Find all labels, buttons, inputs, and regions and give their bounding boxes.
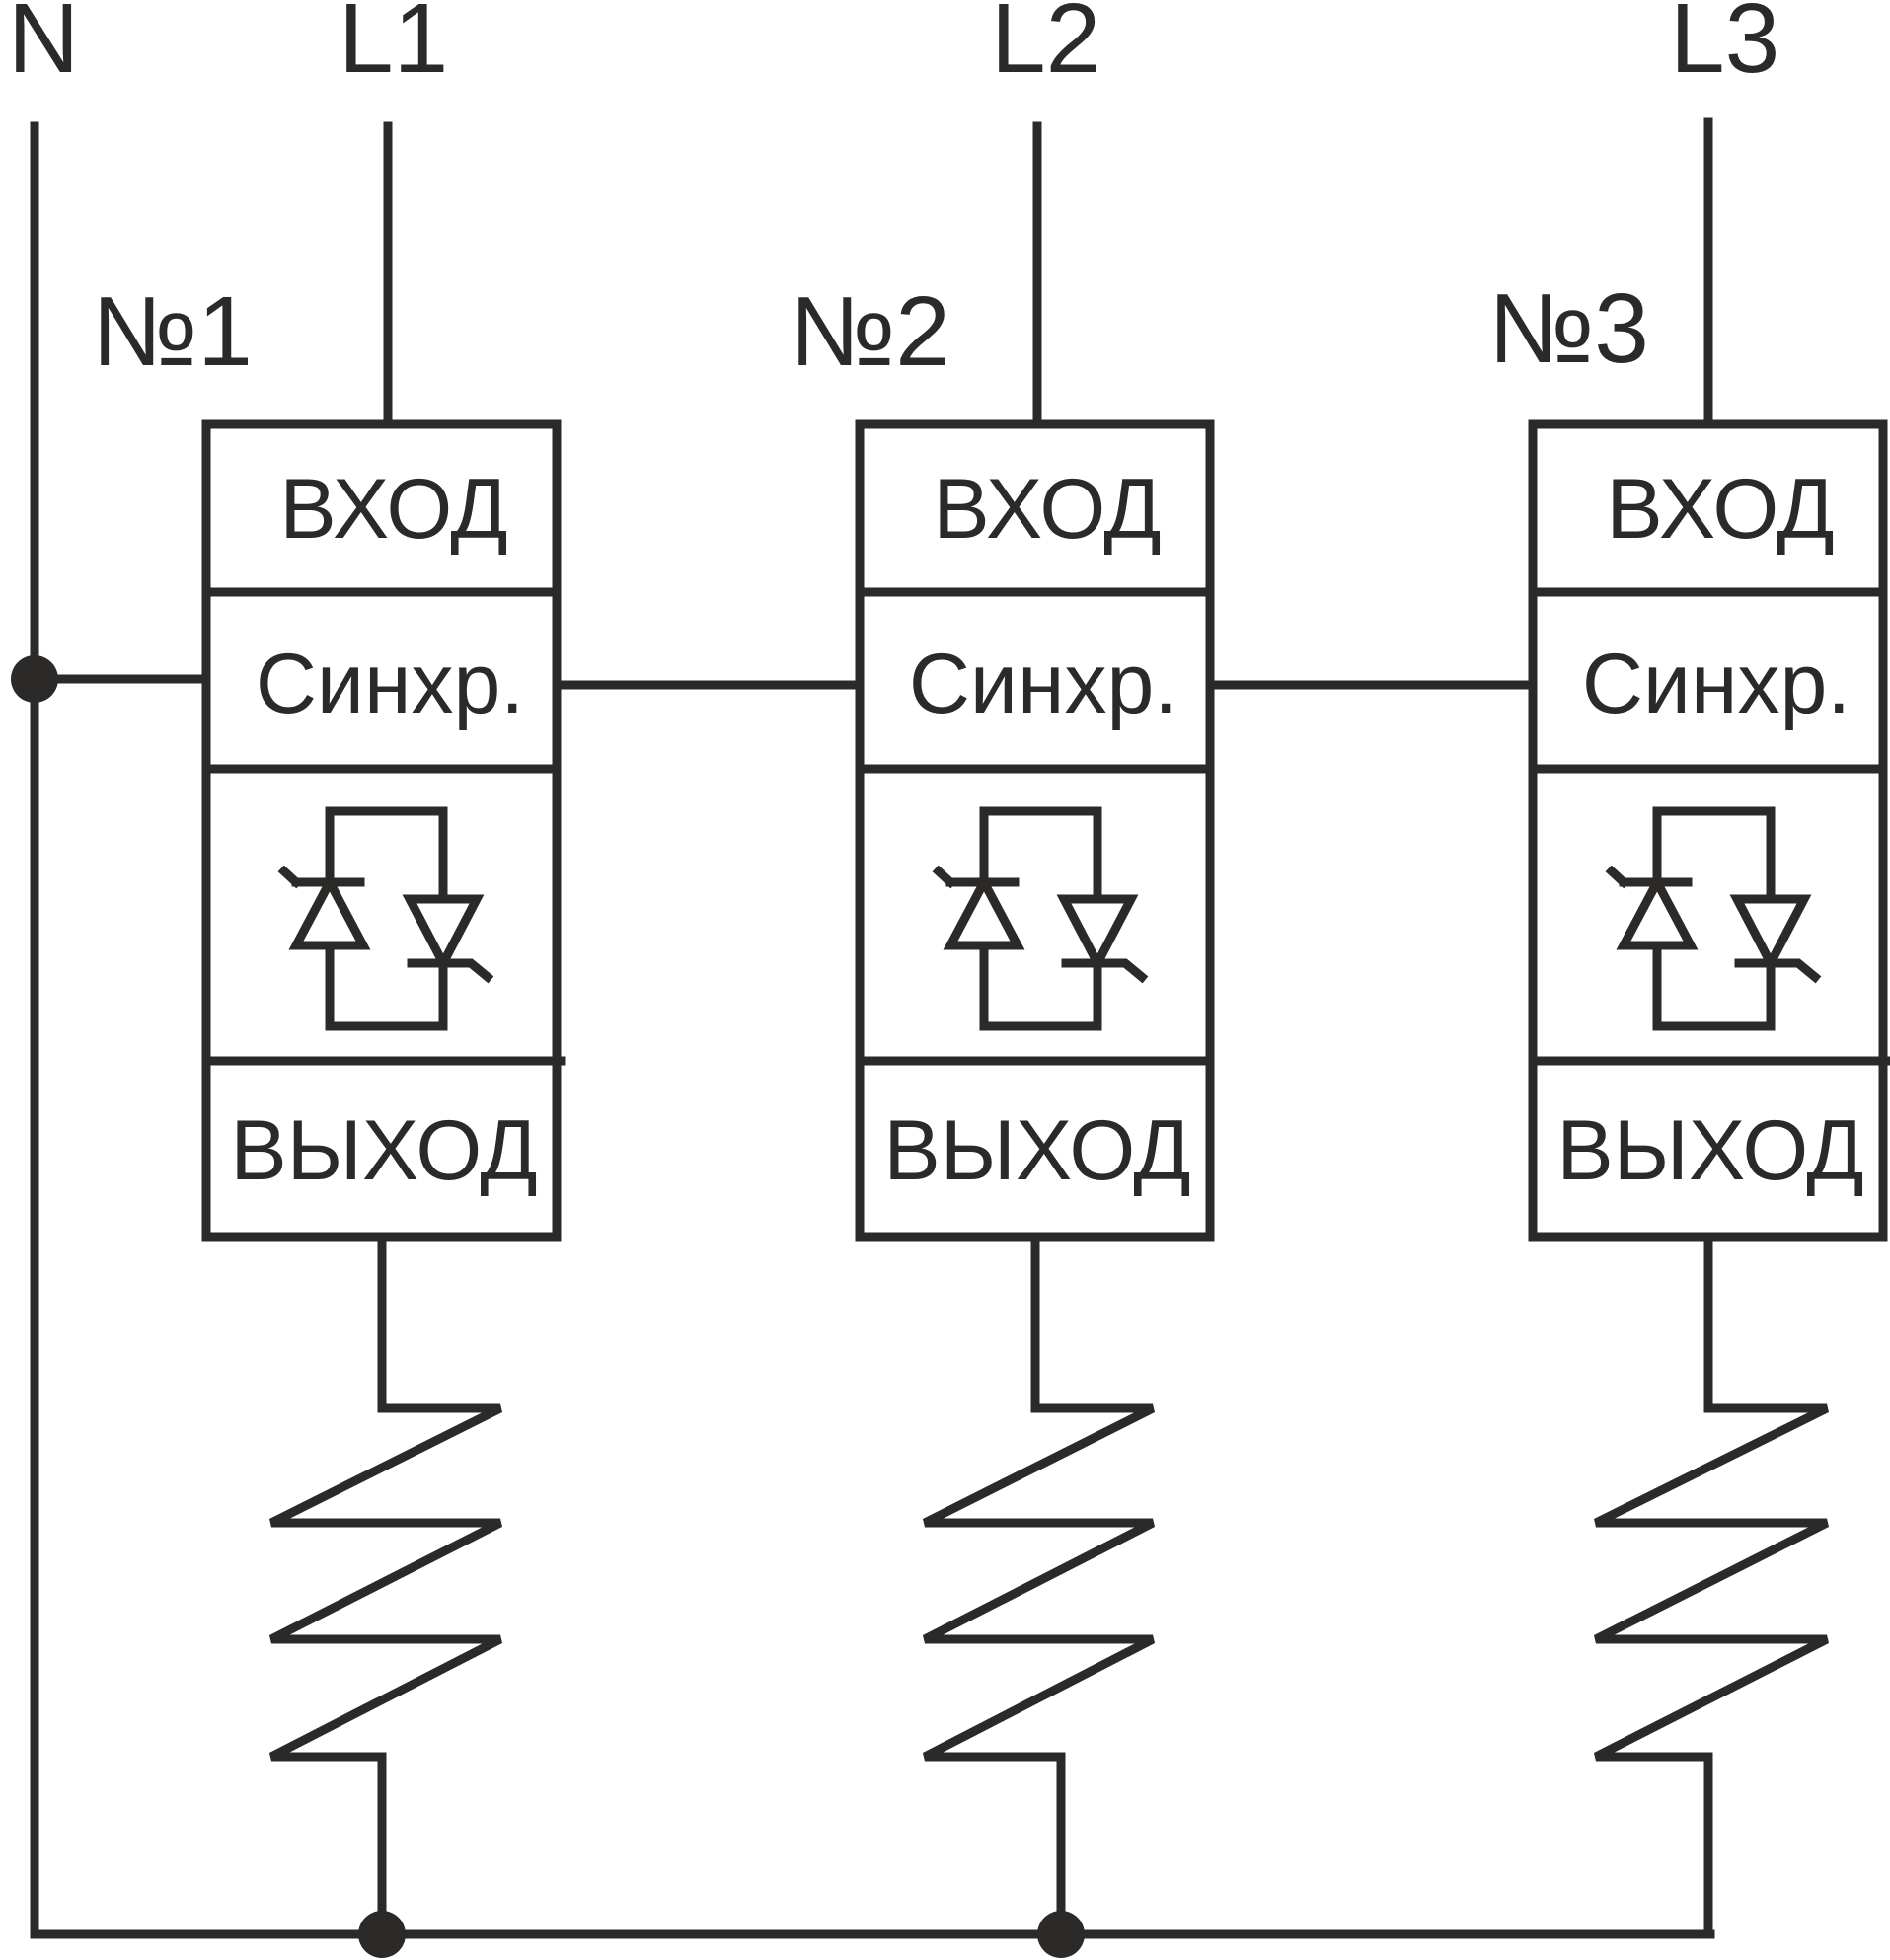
section-divider [1528, 587, 1890, 1066]
section-divider [201, 587, 566, 1066]
section-divider [855, 587, 1215, 1066]
input-section-label: ВХОД [279, 462, 507, 557]
output-section-label: ВЫХОД [230, 1103, 537, 1198]
module-label-2: №2 [790, 276, 950, 387]
module-label-1: №1 [92, 276, 253, 387]
module-2: ВХОД Синхр. ВЫХОД [855, 419, 1215, 1413]
thyristor-pair-icon [277, 806, 494, 1031]
input-section-label: ВХОД [933, 462, 1161, 557]
load-resistor-3-icon [1593, 1403, 1830, 1939]
junction-dot-neutral-sync [11, 655, 58, 703]
sync-section-label: Синхр. [1582, 637, 1851, 731]
load-resistor-2-icon [922, 1403, 1156, 1939]
thyristor-pair-icon [1605, 806, 1822, 1031]
module-frame [201, 419, 562, 1242]
module-1: ВХОД Синхр. ВЫХОД [201, 419, 566, 1413]
output-section-label: ВЫХОД [1556, 1103, 1863, 1198]
sync-section-label: Синхр. [256, 637, 524, 731]
input-section-label: ВХОД [1606, 462, 1834, 557]
load-resistor-1-icon [268, 1403, 503, 1939]
sync-section-label: Синхр. [909, 637, 1177, 731]
module-3: ВХОД Синхр. ВЫХОД [1528, 419, 1890, 1413]
module-frame [1528, 419, 1888, 1242]
module-label-3: №3 [1488, 273, 1649, 384]
output-section-label: ВЫХОД [883, 1103, 1190, 1198]
terminal-label-l2: L2 [991, 0, 1100, 94]
thyristor-pair-icon [932, 806, 1149, 1031]
terminal-label-l1: L1 [339, 0, 448, 94]
terminal-label-l3: L3 [1670, 0, 1779, 94]
terminal-label-n: N [8, 0, 79, 94]
module-frame [855, 419, 1215, 1242]
